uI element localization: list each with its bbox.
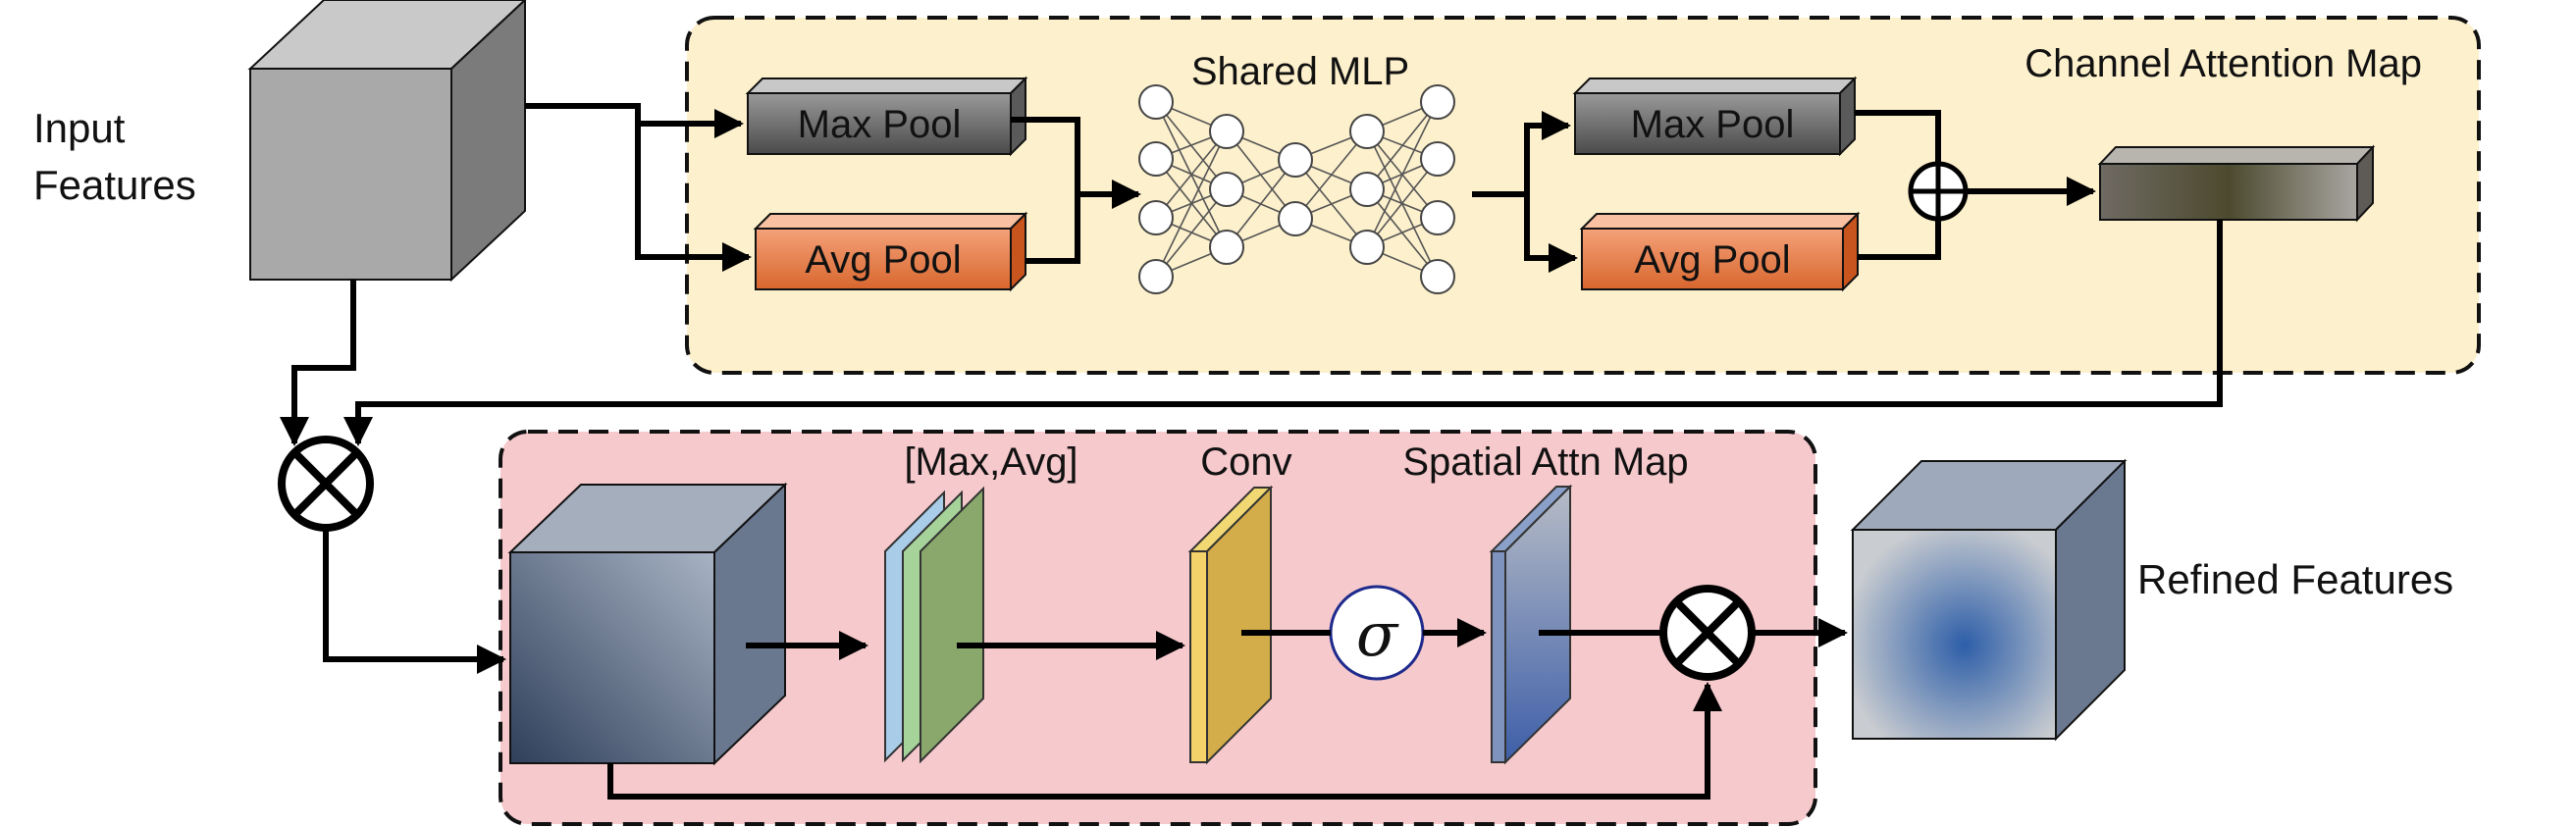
channel-attention-map-bar <box>2097 144 2376 223</box>
max-pool-output-label: Max Pool <box>1631 103 1795 146</box>
sigmoid-symbol-label: σ <box>1356 598 1399 670</box>
max-pool-input-box <box>745 76 1028 157</box>
channel-attention-panel <box>685 16 2481 375</box>
max-avg-label: [Max,Avg] <box>904 440 1078 484</box>
avg-pool-output-box <box>1579 211 1861 292</box>
mlp-node <box>1138 200 1174 235</box>
channel-connectors <box>280 103 2223 446</box>
avg-pool-input-label: Avg Pool <box>805 238 961 282</box>
spatial-attn-map-label: Spatial Attn Map <box>1402 440 1688 484</box>
max-pool-input-label: Max Pool <box>798 103 962 146</box>
max-avg-feature-maps <box>884 486 984 764</box>
avg-pool-input-box <box>753 211 1028 292</box>
refined-features-label: Refined Features <box>2137 556 2453 602</box>
mlp-node <box>1209 172 1244 207</box>
mlp-edge <box>1366 101 1439 190</box>
mlp-node <box>1278 201 1313 236</box>
mlp-node <box>1420 141 1455 177</box>
shared-mlp-network <box>1138 84 1455 294</box>
mlp-node <box>1209 230 1244 265</box>
mlp-edge <box>1226 159 1296 248</box>
mlp-edge <box>1155 188 1228 278</box>
mlp-node <box>1349 172 1385 207</box>
conv-label: Conv <box>1200 440 1291 484</box>
mlp-node <box>1420 200 1455 235</box>
elementwise-sum-symbol <box>1908 161 1969 222</box>
channel-attention-map-label: Channel Attention Map <box>2024 42 2422 85</box>
spatial-attention-map <box>1489 484 1573 765</box>
mlp-node <box>1138 259 1174 294</box>
refined-features-cube <box>1850 458 2128 742</box>
mlp-node <box>1420 259 1455 294</box>
mlp-node <box>1138 141 1174 177</box>
input-features-cube <box>247 0 527 283</box>
avg-pool-output-label: Avg Pool <box>1634 238 1790 282</box>
mlp-node <box>1278 142 1313 178</box>
spatial-connectors <box>323 528 1848 800</box>
mlp-edge <box>1294 130 1368 220</box>
mlp-edge <box>1366 101 1439 248</box>
mlp-edge <box>1155 130 1228 278</box>
mlp-edge <box>1366 158 1439 248</box>
mlp-node <box>1209 114 1244 149</box>
elementwise-multiply-symbol-2 <box>1659 585 1756 681</box>
mlp-edge <box>1155 130 1228 219</box>
channel-refined-cube <box>507 482 788 766</box>
mlp-node <box>1138 84 1174 120</box>
elementwise-multiply-symbol-1 <box>278 436 374 532</box>
mlp-node <box>1349 114 1385 149</box>
mlp-node <box>1420 84 1455 120</box>
input-features-label-line2: Features <box>33 162 196 208</box>
spatial-attention-panel <box>499 430 1817 826</box>
shared-mlp-label: Shared MLP <box>1191 50 1409 93</box>
conv-layer <box>1187 485 1274 765</box>
input-features-label-line1: Input <box>33 105 126 151</box>
max-pool-output-box <box>1572 76 1858 157</box>
mlp-node <box>1349 230 1385 265</box>
